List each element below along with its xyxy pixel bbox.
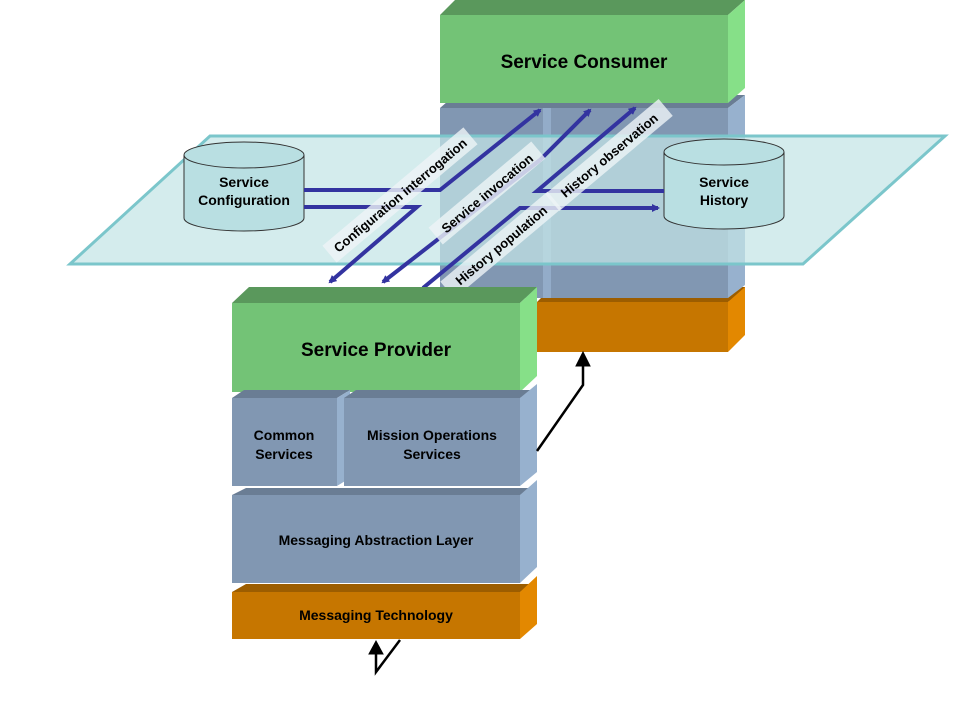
service-provider-block: Service Provider (232, 287, 537, 392)
service-consumer-block: Service Consumer (440, 0, 745, 103)
service-provider-label: Service Provider (301, 340, 452, 361)
history-population-arrow (421, 204, 660, 290)
consumer-connector-arrowhead (575, 350, 591, 367)
provider-stack: Service Provider Common Services Mission… (232, 287, 537, 639)
service-history-label-line2: History (700, 192, 748, 208)
messaging-abstraction-layer-block: Messaging Abstraction Layer (232, 480, 537, 583)
configuration-interrogation-up-arrow (304, 108, 542, 192)
mission-operations-services-label-line1: Mission Operations (367, 427, 497, 443)
provider-to-consumer-connector-arrow (535, 362, 585, 452)
service-configuration-label-line1: Service (219, 174, 269, 190)
service-consumer-label: Service Consumer (501, 52, 668, 73)
common-services-label-line1: Common (254, 427, 315, 443)
service-configuration-database: Service Configuration (183, 141, 305, 232)
network-connector-arrows (368, 350, 591, 676)
service-history-database: Service History (663, 138, 785, 230)
mission-operations-services-label-line2: Services (403, 446, 461, 462)
provider-connector-arrowhead (368, 639, 384, 655)
messaging-abstraction-layer-label: Messaging Abstraction Layer (279, 532, 474, 548)
service-history-label-line1: Service (699, 174, 749, 190)
mission-operations-services-block: Mission Operations Services (344, 384, 537, 486)
configuration-to-provider-arrow (304, 205, 423, 284)
service-configuration-label-line2: Configuration (198, 192, 290, 208)
service-invocation-up-arrow (538, 108, 592, 162)
messaging-technology-block: Messaging Technology (232, 576, 537, 639)
network-to-provider-connector-arrow (374, 639, 401, 676)
messaging-technology-label: Messaging Technology (299, 607, 453, 623)
common-services-label-line2: Services (255, 446, 313, 462)
history-observation-arrow (531, 106, 664, 193)
consumer-messaging-technology-block (440, 287, 745, 352)
common-services-block: Common Services (232, 390, 350, 486)
